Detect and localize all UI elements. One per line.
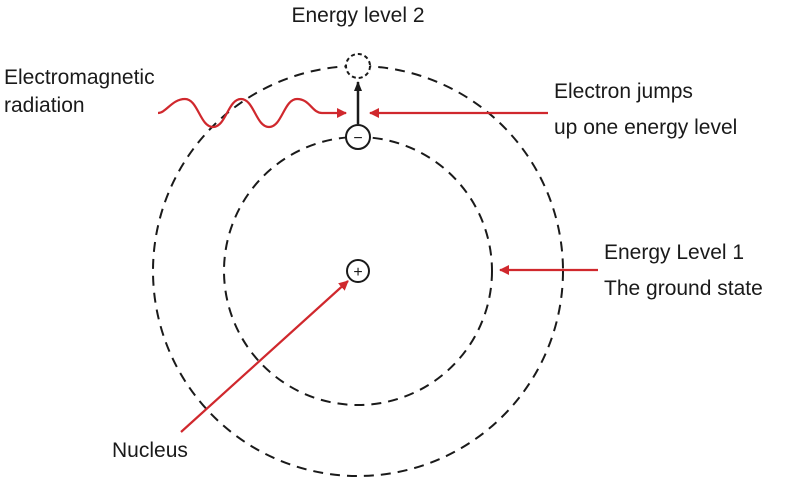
em-radiation-label-line2: radiation xyxy=(4,94,85,117)
nucleus-icon: + xyxy=(346,259,370,283)
electron-excited-position-icon xyxy=(345,53,371,79)
nucleus-arrow xyxy=(180,280,349,433)
electron-icon: − xyxy=(345,124,371,150)
nucleus-label: Nucleus xyxy=(112,439,188,462)
nucleus-charge: + xyxy=(353,264,362,281)
electron-charge: − xyxy=(353,130,362,147)
energy-level-1-label-line2: The ground state xyxy=(604,277,763,300)
electron-jump-label-line2: up one energy level xyxy=(554,116,737,139)
energy-level-1-label-line1: Energy Level 1 xyxy=(604,241,744,264)
electron-jump-label-line1: Electron jumps xyxy=(554,80,693,103)
energy-level-2-label: Energy level 2 xyxy=(291,4,424,27)
electromagnetic-wave xyxy=(157,97,347,129)
em-radiation-label-line1: Electromagnetic xyxy=(4,66,155,89)
